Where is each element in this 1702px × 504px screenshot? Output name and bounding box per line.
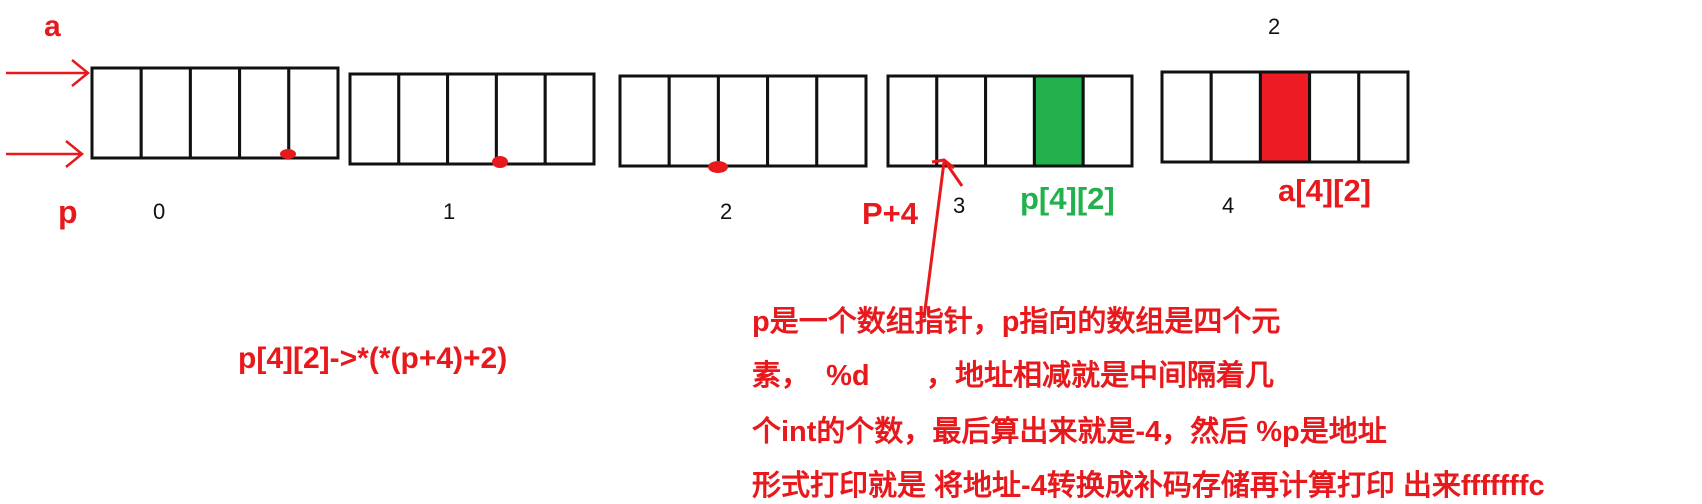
label-p: p [58,194,78,230]
label-a42: a[4][2] [1278,173,1372,208]
array-cell-3-0 [886,74,939,168]
index-label-4: 4 [1222,193,1235,218]
array-group-1 [348,72,596,166]
array-cell-3-3 [1032,74,1085,168]
index-label-2: 2 [720,199,733,224]
array-cell-3-4 [1081,74,1134,168]
array-cell-0-2 [188,66,242,160]
array-cell-1-2 [446,72,498,166]
array-cell-1-0 [348,72,401,166]
label-p42: p[4][2] [1020,181,1115,216]
arrow-upper [6,59,90,87]
top-value: 2 [1268,14,1281,39]
note-line-2: 素， %d ，地址相减就是中间隔着几 [752,360,1275,392]
index-label-1: 1 [443,199,456,224]
arrow-lower [6,140,84,168]
array-cell-4-1 [1209,70,1262,164]
array-group-3 [886,74,1134,168]
array-cell-0-0 [90,66,143,160]
index-label-3: 3 [953,193,966,218]
index-label-0: 0 [153,199,166,224]
array-cell-0-4 [287,66,340,160]
note-line-1: p是一个数组指针，p指向的数组是四个元 [752,306,1281,338]
array-cell-4-3 [1308,70,1361,164]
array-cell-4-4 [1357,70,1410,164]
array-cell-4-2 [1258,70,1312,164]
array-cell-2-0 [618,74,671,168]
label-p-plus-4: P+4 [862,196,919,231]
array-cell-1-1 [397,72,450,166]
note-line-3: 个int的个数，最后算出来就是-4，然后 %p是地址 [752,416,1387,448]
array-group-4 [1160,70,1410,164]
array-cell-2-3 [766,74,819,168]
array-cell-0-3 [238,66,291,160]
p-plus-4-arrow [922,158,964,319]
array-cell-1-4 [543,72,596,166]
array-cell-3-1 [935,74,988,168]
note-line-4: 形式打印就是 将地址-4转换成补码存储再计算打印 出来fffffffc [752,470,1545,502]
array-cell-0-1 [139,66,192,160]
pointer-arrows [6,59,90,168]
array-group-2 [618,74,868,168]
array-cell-2-2 [716,74,770,168]
pointer-expression: p[4][2]->*(*(p+4)+2) [238,342,508,375]
array-group-0 [90,66,340,160]
array-cell-4-0 [1160,70,1213,164]
separator-marks [280,149,728,173]
label-a: a [44,10,61,43]
array-cell-1-3 [494,72,547,166]
array-groups [90,66,1410,168]
array-cell-3-2 [984,74,1036,168]
array-cell-2-1 [667,74,720,168]
array-cell-2-4 [815,74,868,168]
